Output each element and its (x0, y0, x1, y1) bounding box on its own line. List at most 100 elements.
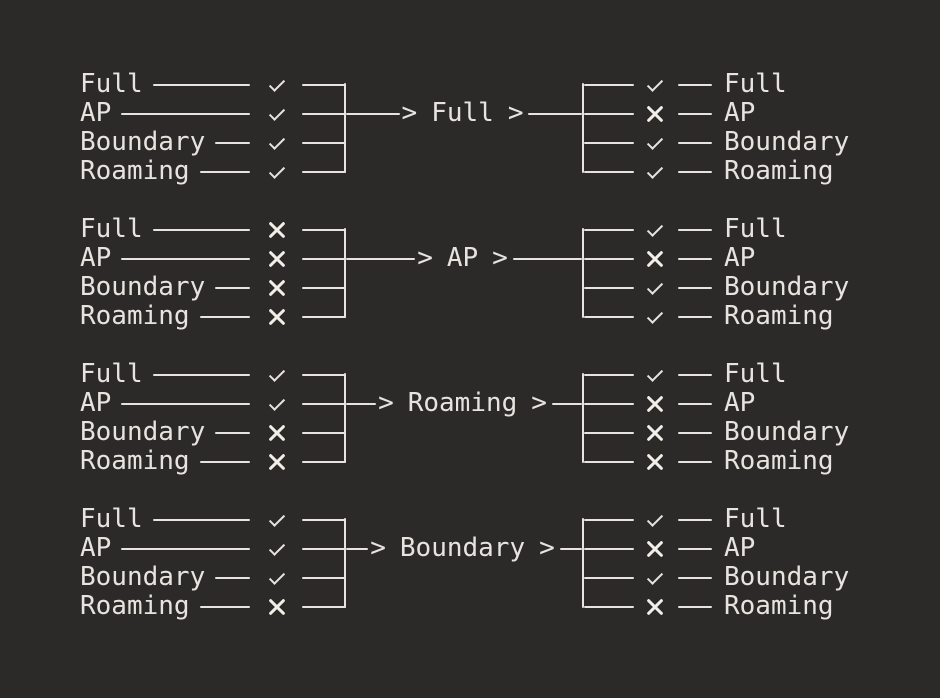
output-row: Full (584, 505, 846, 534)
output-split-bar (582, 228, 584, 318)
input-mode-label: Roaming (80, 301, 190, 331)
output-column: Full AP Boundary Roaming (584, 360, 849, 476)
connector-line (302, 547, 346, 550)
connector-line (302, 605, 346, 608)
connector-line (584, 373, 634, 376)
transition-stage: Full AP Boundary Roaming (80, 359, 849, 477)
check-icon (638, 360, 672, 389)
check-icon (260, 128, 294, 157)
connector-line (584, 170, 634, 173)
chevron-right-icon: > (417, 243, 433, 273)
gate-row: > Boundary > (346, 534, 583, 563)
connector-line (584, 315, 634, 318)
connector-line (215, 431, 250, 434)
connector-line (302, 518, 346, 521)
output-row: Full (584, 70, 846, 99)
check-icon (638, 128, 672, 157)
check-icon (260, 563, 294, 592)
cross-icon (260, 447, 294, 476)
output-row: Boundary (584, 418, 849, 447)
connector-line (584, 402, 634, 405)
connector-line (302, 257, 346, 260)
cross-icon (260, 302, 294, 331)
input-merge-bar (344, 518, 346, 608)
arrow-line (551, 402, 583, 405)
check-icon (638, 273, 672, 302)
input-mode-label: Full (80, 359, 143, 389)
output-row: AP (584, 534, 846, 563)
connector-line (678, 576, 712, 579)
chevron-right-icon: > (378, 388, 394, 418)
output-row: Boundary (584, 127, 850, 157)
output-row: Full (584, 360, 846, 389)
connector-line (302, 286, 346, 289)
gate-row: > Full > (346, 99, 582, 128)
input-merge-bar (344, 373, 346, 463)
output-mode-label: Boundary (724, 127, 850, 157)
connector-line (678, 141, 712, 144)
connector-line (678, 228, 712, 231)
connector-line (584, 576, 634, 579)
check-icon (260, 70, 294, 99)
cross-icon (638, 418, 672, 447)
connector-line (678, 286, 712, 289)
connector-line (302, 83, 346, 86)
connector-line (302, 402, 346, 405)
input-mode-label: Boundary (80, 417, 206, 447)
check-icon (638, 215, 672, 244)
connector-line (584, 460, 634, 463)
output-mode-label: Full (724, 69, 787, 99)
output-row: Roaming (584, 592, 846, 621)
connector-line (678, 547, 712, 550)
connector-line (584, 286, 634, 289)
connector-line (584, 228, 634, 231)
output-row: Roaming (584, 302, 846, 331)
input-row: Full (80, 215, 346, 244)
connector-line (584, 605, 634, 608)
cross-icon (638, 447, 672, 476)
check-icon (260, 157, 294, 186)
arrow-line (346, 257, 416, 260)
connector-line (584, 112, 634, 115)
output-mode-label: Roaming (724, 446, 834, 476)
connector-line (121, 257, 250, 260)
connector-line (215, 286, 250, 289)
cross-icon (260, 592, 294, 621)
input-row: AP (80, 244, 346, 273)
connector-line (302, 576, 346, 579)
input-mode-label: AP (80, 533, 112, 563)
input-mode-label: Boundary (80, 272, 206, 302)
gate-row: > AP > (346, 244, 582, 273)
connector-line (678, 83, 712, 86)
input-row: Boundary (80, 418, 346, 447)
connector-line (584, 257, 634, 260)
output-split-bar (582, 83, 584, 173)
input-row: Roaming (80, 157, 346, 186)
connector-line (215, 576, 250, 579)
connector-line (678, 402, 712, 405)
arrow-line (346, 547, 369, 550)
connector-line (678, 431, 712, 434)
connector-line (584, 83, 634, 86)
output-mode-label: Roaming (724, 591, 834, 621)
output-mode-label: Boundary (724, 562, 850, 592)
connector-line (302, 431, 346, 434)
output-mode-label: Full (724, 359, 787, 389)
input-column: Full AP Boundary Roaming (80, 70, 346, 186)
input-column: Full AP Boundary Roaming (80, 215, 346, 331)
connector-line (152, 228, 250, 231)
connector-line (121, 112, 250, 115)
connector-line (678, 605, 712, 608)
cross-icon (638, 389, 672, 418)
connector-line (199, 605, 250, 608)
input-row: Full (80, 70, 346, 99)
output-mode-label: AP (724, 98, 756, 128)
check-icon (638, 70, 672, 99)
gate-label: Full (431, 98, 494, 128)
connector-line (215, 141, 250, 144)
connector-line (199, 170, 250, 173)
connector-line (584, 518, 634, 521)
gate-label: AP (446, 243, 479, 273)
output-mode-label: AP (724, 533, 756, 563)
